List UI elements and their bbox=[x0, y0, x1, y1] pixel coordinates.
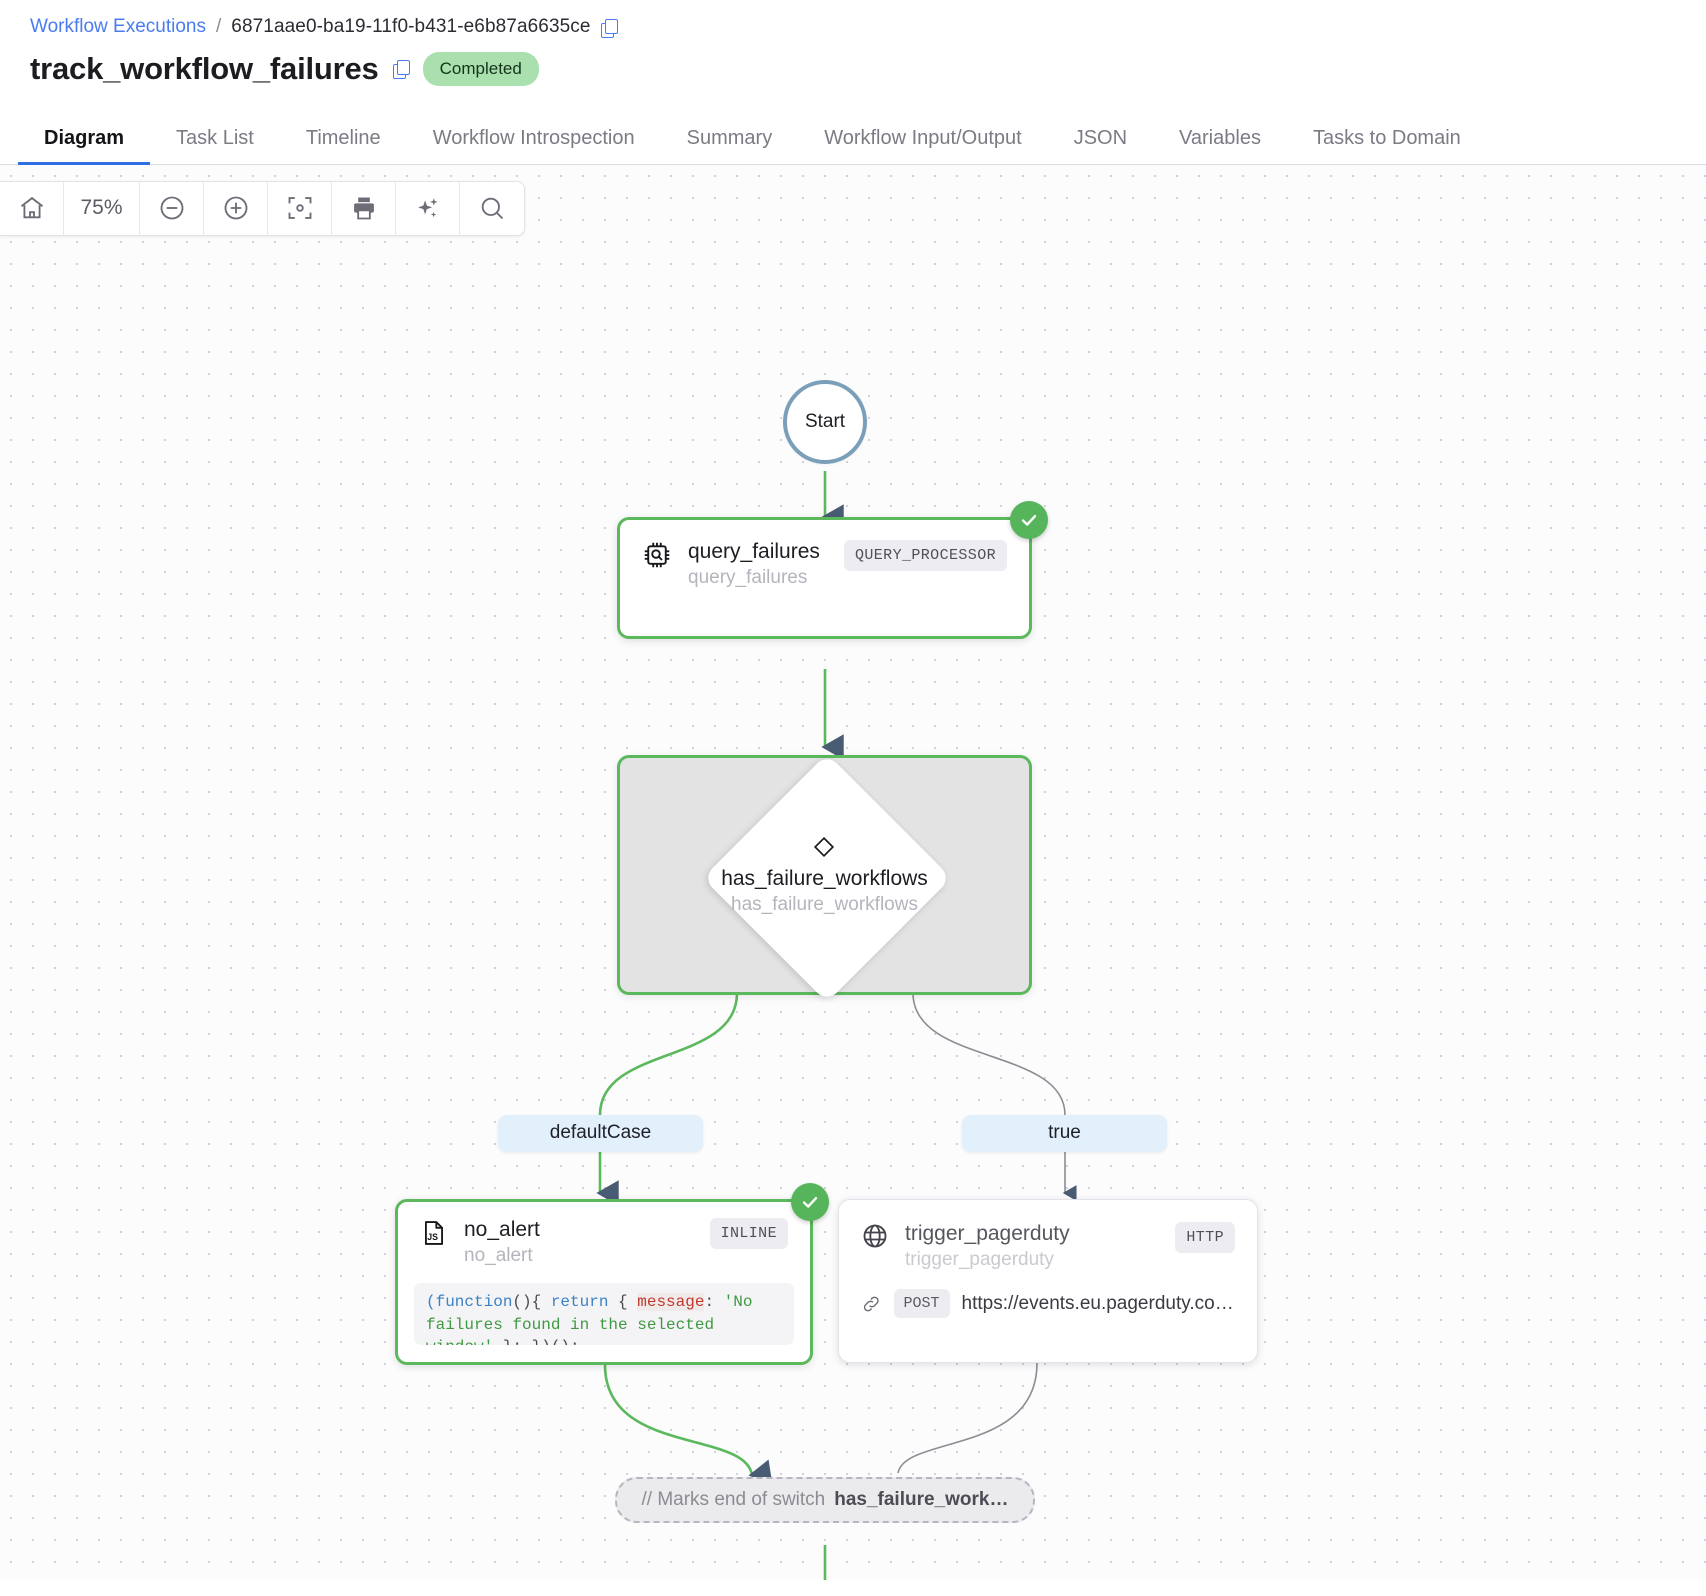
diamond-icon bbox=[814, 836, 835, 857]
breadcrumb-parent-link[interactable]: Workflow Executions bbox=[30, 16, 206, 37]
end-switch-marker[interactable]: // Marks end of switch has_failure_work… bbox=[615, 1476, 1035, 1523]
task-node-no-alert[interactable]: JS no_alert no_alert INLINE (function(){… bbox=[395, 1182, 829, 1365]
fit-to-screen-icon bbox=[288, 197, 311, 219]
check-circle-icon bbox=[802, 1196, 818, 1208]
has-failure-workflows-subtitle: has_failure_workflows bbox=[731, 893, 918, 915]
chip-search-icon bbox=[644, 542, 670, 567]
no-alert-card[interactable]: JS no_alert no_alert INLINE (function(){… bbox=[395, 1182, 829, 1365]
edge-switch-to-true bbox=[912, 992, 1066, 1115]
query-failures-name: query_failures bbox=[688, 539, 820, 563]
trigger-pagerduty-url: https://events.eu.pagerduty.com/… bbox=[961, 1292, 1235, 1314]
search-button[interactable] bbox=[460, 182, 524, 235]
copy-execution-id-icon[interactable] bbox=[600, 18, 618, 38]
code-token-colon: : bbox=[704, 1293, 724, 1312]
tab-workflow-introspection[interactable]: Workflow Introspection bbox=[432, 126, 635, 149]
end-switch-ref: has_failure_work… bbox=[834, 1488, 1009, 1510]
has-failure-workflows-name: has_failure_workflows bbox=[721, 866, 928, 890]
code-token-open: (){ bbox=[512, 1293, 551, 1312]
home-icon bbox=[20, 196, 43, 219]
no-alert-type-badge: INLINE bbox=[709, 1217, 788, 1249]
zoom-out-button[interactable] bbox=[140, 181, 204, 235]
tab-tasks-to-domain[interactable]: Tasks to Domain bbox=[1312, 126, 1461, 149]
check-circle-icon bbox=[1021, 514, 1037, 526]
edge-label-true-case[interactable]: true bbox=[962, 1114, 1167, 1152]
no-alert-status-icon bbox=[791, 1182, 829, 1221]
zoom-in-icon bbox=[224, 196, 247, 220]
start-circle: Start bbox=[783, 379, 867, 464]
code-token-string: 'No failures found in the selected windo… bbox=[426, 1293, 753, 1345]
print-button[interactable] bbox=[332, 181, 396, 235]
edge-noalert-to-endswitch bbox=[603, 1364, 773, 1485]
page-header: Workflow Executions / 6871aae0-ba19-11f0… bbox=[0, 0, 1706, 87]
globe-icon bbox=[863, 1224, 887, 1248]
trigger-pagerduty-card[interactable]: trigger_pagerduty trigger_pagerduty HTTP… bbox=[838, 1198, 1258, 1363]
search-icon bbox=[481, 197, 504, 220]
trigger-pagerduty-name: trigger_pagerduty bbox=[905, 1221, 1070, 1245]
code-token-tail: }; })(); bbox=[493, 1338, 580, 1345]
tab-diagram[interactable]: Diagram bbox=[18, 127, 151, 165]
code-token-return: return bbox=[550, 1293, 609, 1312]
query-failures-header: query_failures query_failures QUERY_PROC… bbox=[620, 520, 1029, 591]
has-failure-workflows-card[interactable]: has_failure_workflows has_failure_workfl… bbox=[617, 753, 1032, 1003]
no-alert-name: no_alert bbox=[464, 1217, 540, 1241]
breadcrumb-execution-id: 6871aae0-ba19-11f0-b431-e6b87a6635ce bbox=[231, 16, 591, 37]
tab-summary[interactable]: Summary bbox=[686, 126, 773, 149]
start-node[interactable]: Start bbox=[783, 379, 867, 464]
no-alert-subtitle: no_alert bbox=[464, 1245, 533, 1267]
svg-text:JS: JS bbox=[427, 1232, 438, 1242]
title-row: track_workflow_failures Completed bbox=[30, 51, 1676, 87]
has-failure-workflows-labels: has_failure_workflows has_failure_workfl… bbox=[721, 834, 928, 916]
edge-label-default-case[interactable]: defaultCase bbox=[498, 1114, 703, 1152]
edge-pagerduty-to-endswitch bbox=[897, 1362, 1038, 1473]
page-title: track_workflow_failures bbox=[30, 50, 379, 86]
tab-workflow-input-output[interactable]: Workflow Input/Output bbox=[824, 126, 1022, 149]
code-token-message-key: message bbox=[637, 1293, 705, 1312]
tab-task-list[interactable]: Task List bbox=[176, 126, 254, 149]
sparkle-icon bbox=[417, 198, 438, 218]
zoom-level[interactable]: 75% bbox=[64, 181, 140, 235]
diagram-toolbar: 75% bbox=[0, 180, 525, 236]
breadcrumb: Workflow Executions / 6871aae0-ba19-11f0… bbox=[30, 14, 1676, 41]
trigger-pagerduty-subtitle: trigger_pagerduty bbox=[905, 1249, 1054, 1271]
tab-json[interactable]: JSON bbox=[1073, 126, 1128, 149]
tab-variables[interactable]: Variables bbox=[1179, 126, 1261, 149]
trigger-pagerduty-method-badge: POST bbox=[893, 1289, 950, 1319]
fit-to-screen-button[interactable] bbox=[268, 181, 332, 235]
query-failures-card[interactable]: query_failures query_failures QUERY_PROC… bbox=[617, 500, 1048, 639]
js-file-icon: JS bbox=[425, 1220, 443, 1245]
zoom-out-icon bbox=[160, 196, 183, 220]
breadcrumb-separator: / bbox=[216, 16, 222, 37]
no-alert-code-snippet: (function(){ return { message: 'No failu… bbox=[414, 1283, 794, 1346]
home-button[interactable] bbox=[0, 181, 64, 235]
tab-timeline[interactable]: Timeline bbox=[305, 126, 381, 149]
zoom-in-button[interactable] bbox=[204, 181, 268, 235]
print-icon bbox=[353, 197, 374, 220]
status-badge: Completed bbox=[422, 51, 539, 86]
edge-switch-to-default bbox=[598, 992, 739, 1115]
query-failures-subtitle: query_failures bbox=[688, 567, 808, 589]
task-node-query-failures[interactable]: query_failures query_failures QUERY_PROC… bbox=[617, 500, 1048, 639]
link-icon bbox=[863, 1296, 879, 1311]
code-token-function: (function bbox=[426, 1293, 513, 1312]
tab-bar: Diagram Task List Timeline Workflow Intr… bbox=[0, 113, 1706, 165]
end-switch-comment: // Marks end of switch bbox=[641, 1488, 826, 1510]
query-failures-type-badge: QUERY_PROCESSOR bbox=[843, 539, 1007, 571]
auto-layout-button[interactable] bbox=[396, 181, 460, 235]
copy-workflow-name-icon[interactable] bbox=[392, 60, 410, 80]
trigger-pagerduty-header: trigger_pagerduty trigger_pagerduty HTTP bbox=[839, 1200, 1257, 1273]
trigger-pagerduty-type-badge: HTTP bbox=[1175, 1221, 1235, 1253]
no-alert-header: JS no_alert no_alert INLINE bbox=[398, 1202, 810, 1269]
query-failures-status-icon bbox=[1010, 500, 1048, 539]
trigger-pagerduty-url-row: POST https://events.eu.pagerduty.com/… bbox=[839, 1273, 1257, 1319]
code-token-brace: { bbox=[608, 1293, 638, 1312]
task-node-trigger-pagerduty[interactable]: trigger_pagerduty trigger_pagerduty HTTP… bbox=[838, 1198, 1258, 1363]
diagram-canvas[interactable]: 75% bbox=[0, 164, 1706, 1580]
start-label: Start bbox=[804, 410, 846, 432]
switch-node-has-failure-workflows[interactable]: has_failure_workflows has_failure_workfl… bbox=[617, 753, 1032, 1003]
